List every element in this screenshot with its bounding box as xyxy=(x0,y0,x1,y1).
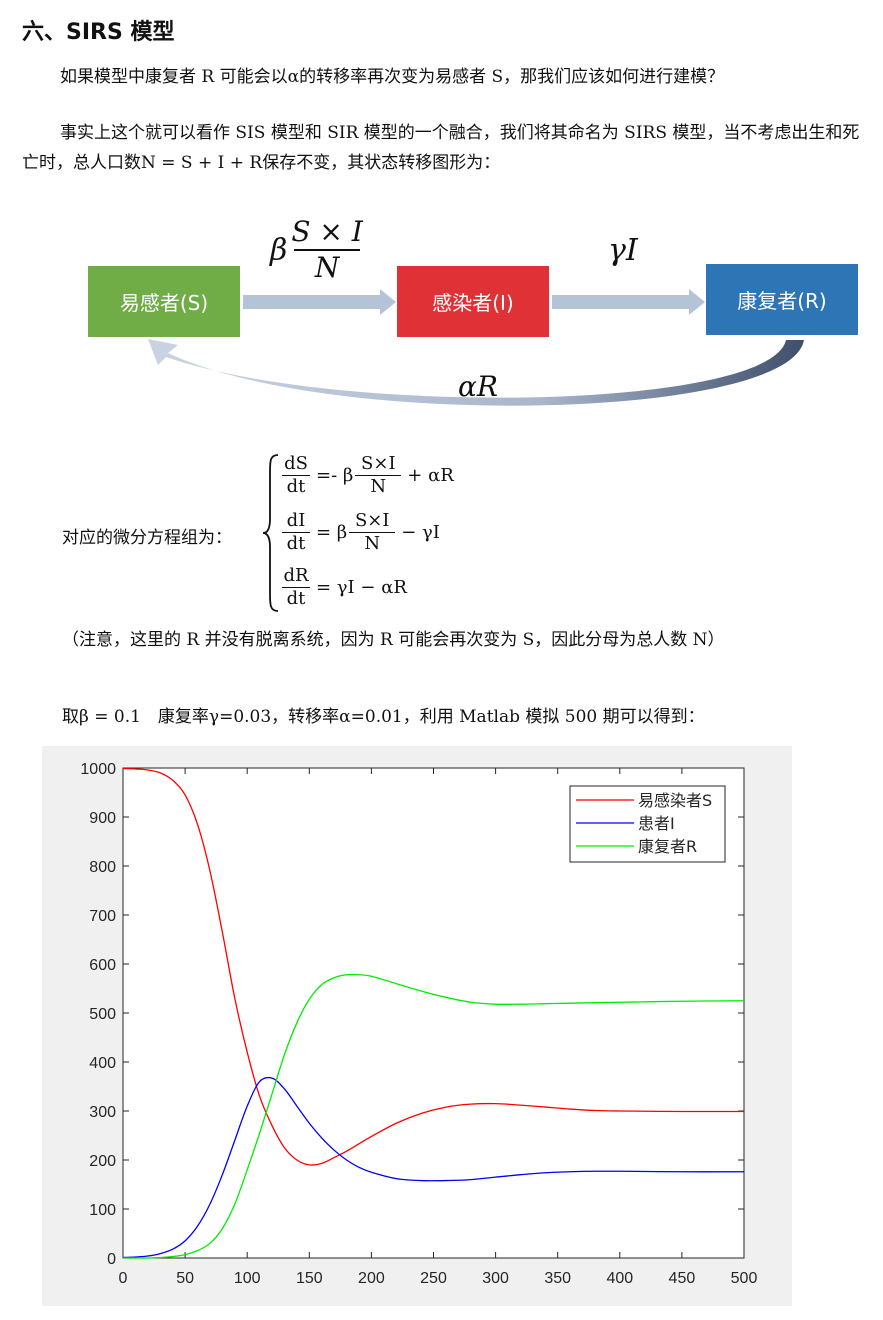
left-brace xyxy=(262,454,279,612)
y-tick-label: 1000 xyxy=(80,761,116,778)
rate-beta-symbol: β xyxy=(270,232,288,268)
rate-label-alpha: αR xyxy=(458,370,498,403)
chart-legend: 易感染者S 患者I 康复者R xyxy=(569,785,726,863)
box-susceptible: 易感者(S) xyxy=(88,266,240,337)
box-susceptible-label: 易感者(S) xyxy=(119,291,209,315)
y-tick-label: 0 xyxy=(107,1251,116,1268)
legend-label-2: 康复者R xyxy=(638,837,697,856)
differential-equations: 对应的微分方程组为： dS dt =- β S×I N + αR dI dt =… xyxy=(0,445,883,620)
eq2-frac-bar xyxy=(349,532,396,533)
y-tick-label: 600 xyxy=(89,957,116,974)
box-recovered-label: 康复者(R) xyxy=(737,289,827,313)
eq2-frac: S×I N xyxy=(349,510,396,555)
series-line-1 xyxy=(122,1076,745,1259)
eq2-lhs: dI dt xyxy=(282,510,310,555)
equation-dr: dR dt = γI − αR xyxy=(282,565,407,610)
y-tick-label: 300 xyxy=(89,1104,116,1121)
box-recovered: 康复者(R) xyxy=(706,264,858,335)
series-line-0 xyxy=(122,767,745,1166)
equations-label: 对应的微分方程组为： xyxy=(62,528,232,548)
note-text: （注意，这里的 R 并没有脱离系统，因为 R 可能会再次变为 S，因此分母为总人… xyxy=(62,630,725,650)
legend-label-0: 易感染者S xyxy=(638,791,712,810)
rate-label-gamma: γI xyxy=(608,233,638,268)
x-tick-label: 50 xyxy=(176,1270,194,1287)
eq1-lhs: dS dt xyxy=(282,453,310,498)
y-tick-label: 800 xyxy=(89,859,116,876)
x-tick-label: 100 xyxy=(234,1270,261,1287)
axis-ticks: 0 50 100 150 200 250 300 350 400 450 500 0 100 200 300… xyxy=(80,761,757,1287)
arrow-r-to-s xyxy=(148,339,804,406)
eq3-lhs: dR dt xyxy=(282,565,310,610)
eq2-post: − γI xyxy=(401,522,440,543)
rate-beta-fraction: S × I N xyxy=(289,215,365,285)
y-tick-label: 700 xyxy=(89,908,116,925)
equation-ds: dS dt =- β S×I N + αR xyxy=(282,453,454,498)
paragraph-explanation: 事实上这个就可以看作 SIS 模型和 SIR 模型的一个融合，我们将其命名为 S… xyxy=(22,123,860,173)
x-tick-label: 200 xyxy=(358,1270,385,1287)
eq2-frac-num: S×I xyxy=(354,510,390,531)
y-tick-label: 100 xyxy=(89,1202,116,1219)
eq1-post: + αR xyxy=(407,465,454,486)
eq1-lhs-den: dt xyxy=(286,476,306,497)
eq2-lhs-den: dt xyxy=(286,533,306,554)
simulation-chart: 0 50 100 150 200 250 300 350 400 450 500 0 100 200 300… xyxy=(42,746,792,1306)
legend-label-1: 患者I xyxy=(638,814,675,833)
section-title: 六、SIRS 模型 xyxy=(22,20,175,45)
x-tick-label: 250 xyxy=(420,1270,447,1287)
parameters-text: 取β = 0.1 康复率γ=0.03，转移率α=0.01，利用 Matlab 模… xyxy=(62,707,705,727)
y-tick-label: 500 xyxy=(89,1006,116,1023)
y-tick-label: 200 xyxy=(89,1153,116,1170)
eq3-lhs-bar xyxy=(282,587,310,588)
eq1-frac-bar xyxy=(355,475,402,476)
eq1-lhs-num: dS xyxy=(284,453,308,474)
arrow-i-to-r xyxy=(552,289,705,315)
box-infected-label: 感染者(I) xyxy=(432,291,514,315)
paragraph-question: 如果模型中康复者 R 可能会以α的转移率再次变为易感者 S，那我们应该如何进行建… xyxy=(60,67,725,87)
eq2-pre: = β xyxy=(316,522,348,543)
eq1-frac-den: N xyxy=(370,476,387,497)
y-tick-label: 900 xyxy=(89,810,116,827)
eq2-frac-den: N xyxy=(364,533,381,554)
eq2-lhs-bar xyxy=(282,532,310,533)
arrow-s-to-i xyxy=(243,289,396,315)
series-line-2 xyxy=(122,973,745,1259)
rate-beta-numerator: S × I xyxy=(291,215,363,248)
diagram-arrows xyxy=(148,289,804,406)
legend-box xyxy=(569,785,726,863)
rate-label-beta: β S × I N xyxy=(270,215,365,285)
eq1-pre: =- β xyxy=(316,465,354,486)
eq3-lhs-den: dt xyxy=(286,588,306,609)
x-tick-label: 300 xyxy=(482,1270,509,1287)
x-tick-label: 0 xyxy=(119,1270,128,1287)
eq3-rhs: = γI − αR xyxy=(316,577,407,598)
eq1-frac-num: S×I xyxy=(361,453,396,474)
rate-beta-denominator: N xyxy=(314,251,340,284)
chart-svg: 0 50 100 150 200 250 300 350 400 450 500 0 100 200 300… xyxy=(42,746,792,1306)
eq1-frac: S×I N xyxy=(355,453,402,498)
equation-di: dI dt = β S×I N − γI xyxy=(282,510,440,555)
x-tick-label: 400 xyxy=(606,1270,633,1287)
x-tick-label: 450 xyxy=(669,1270,696,1287)
state-transition-diagram: 易感者(S) 感染者(I) 康复者(R) β S × I N γI αR xyxy=(0,205,883,440)
x-tick-label: 350 xyxy=(544,1270,571,1287)
eq2-lhs-num: dI xyxy=(286,510,306,531)
series-lines xyxy=(122,767,745,1259)
eq3-lhs-num: dR xyxy=(283,565,309,586)
x-tick-label: 150 xyxy=(296,1270,323,1287)
box-infected: 感染者(I) xyxy=(397,266,549,337)
rate-beta-bar xyxy=(294,249,361,251)
x-tick-label: 500 xyxy=(731,1270,758,1287)
eq1-lhs-bar xyxy=(282,475,310,476)
y-tick-label: 400 xyxy=(89,1055,116,1072)
